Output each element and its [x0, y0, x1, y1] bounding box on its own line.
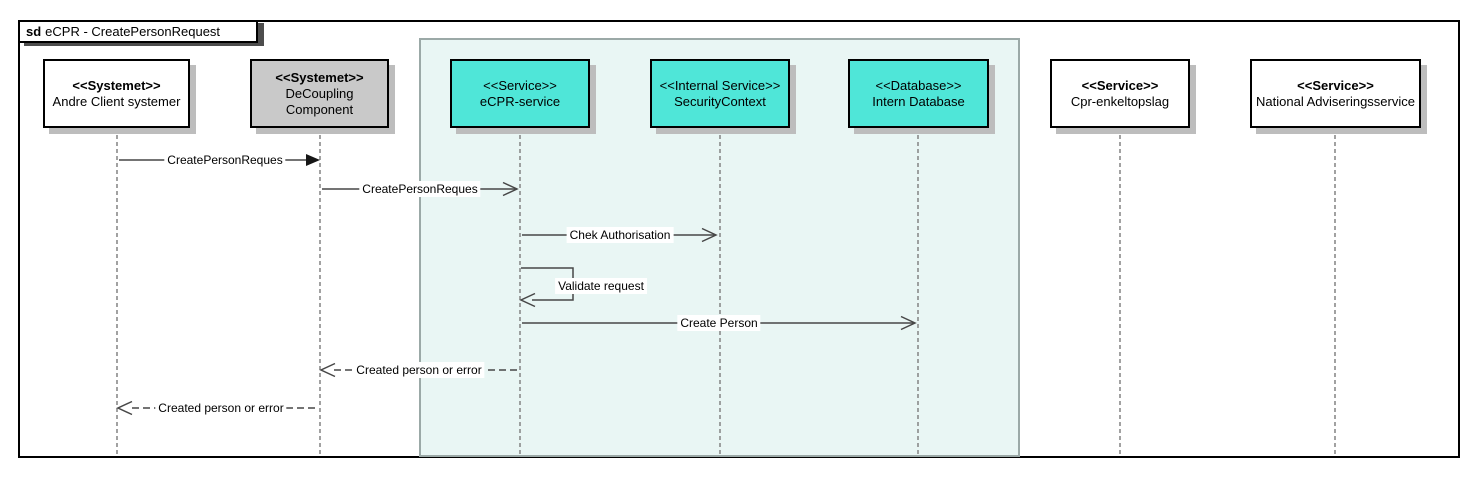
participant-name: Andre Client systemer [52, 93, 181, 109]
message-label-created-person-or-error-2: Created person or error [155, 400, 287, 416]
participant-stereotype: <<Systemet>> [72, 77, 161, 93]
participant-stereotype: <<Database>> [875, 77, 962, 93]
participant-name: Cpr-enkeltopslag [1070, 93, 1170, 109]
participant-stereotype: <<Service>> [483, 77, 557, 93]
message-label-create-person: Create Person [677, 315, 761, 331]
participant-decoupling-component: <<Systemet>> DeCoupling Component [250, 59, 389, 128]
participant-stereotype: <<Service>> [1081, 77, 1159, 93]
participant-name: eCPR-service [479, 93, 561, 109]
participant-ecpr-service: <<Service>> eCPR-service [450, 59, 590, 128]
message-label-createpersonrequest-1: CreatePersonReques [164, 152, 286, 168]
participant-stereotype: <<Internal Service>> [659, 77, 781, 93]
participant-cpr-enkeltopslag: <<Service>> Cpr-enkeltopslag [1050, 59, 1190, 128]
participant-national-adviseringsservice: <<Service>> National Adviseringsservice [1250, 59, 1421, 128]
participant-stereotype: <<Service>> [1297, 77, 1374, 93]
participant-intern-database: <<Database>> Intern Database [848, 59, 989, 128]
message-label-validate-request: Validate request [555, 278, 647, 294]
frame-keyword: sd [26, 24, 42, 39]
participant-andre-client-systemer: <<Systemet>> Andre Client systemer [43, 59, 190, 128]
participant-name: DeCoupling Component [285, 85, 354, 117]
participant-securitycontext: <<Internal Service>> SecurityContext [650, 59, 790, 128]
message-label-chek-authorisation: Chek Authorisation [566, 227, 674, 243]
participant-stereotype: <<Systemet>> [275, 69, 364, 85]
frame-label: sd eCPR - CreatePersonRequest [18, 20, 258, 43]
diagram-frame-border [18, 20, 1460, 458]
message-label-created-person-or-error-1: Created person or error [353, 362, 485, 378]
message-label-createpersonrequest-2: CreatePersonReques [359, 181, 481, 197]
participant-name: SecurityContext [674, 93, 766, 109]
participant-name: National Adviseringsservice [1256, 93, 1415, 109]
participant-name: Intern Database [872, 93, 965, 109]
frame-title: eCPR - CreatePersonRequest [45, 24, 221, 39]
